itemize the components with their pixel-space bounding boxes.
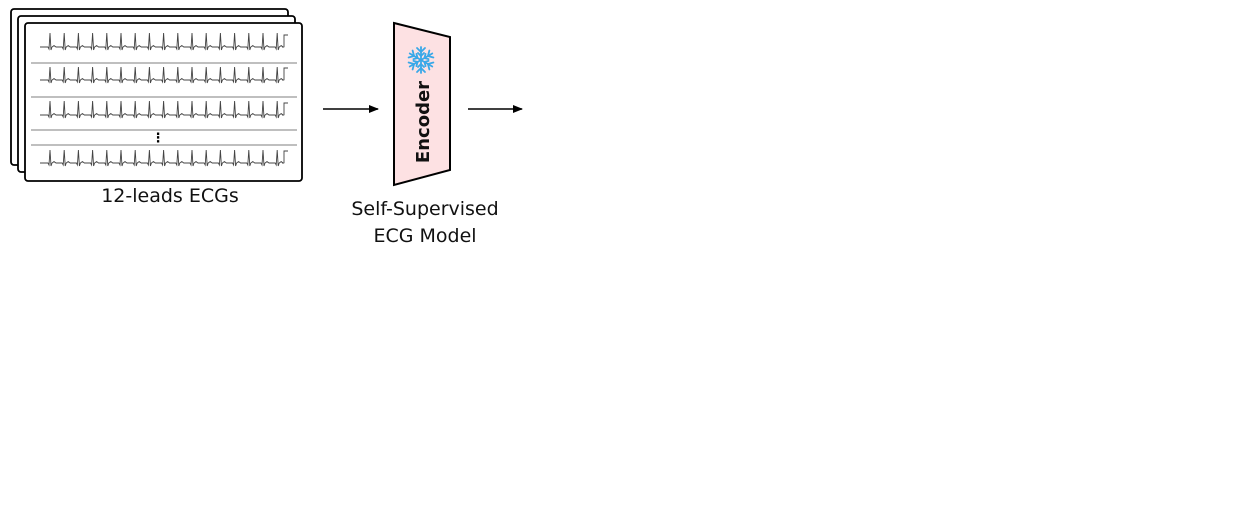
calibration-pulse [283, 150, 288, 163]
calibration-pulse [283, 34, 288, 47]
ecg-stack: ⋮ [10, 8, 303, 182]
ecg-lead-trace [40, 100, 285, 119]
ecg-lead-trace [40, 66, 285, 84]
calibration-pulse [283, 67, 288, 80]
encoder-label: Encoder [413, 81, 434, 163]
calibration-pulse [283, 102, 288, 115]
ecg-lead-trace [40, 149, 285, 167]
model-label-line1: Self-Supervised [351, 198, 499, 220]
lead-ellipsis: ⋮ [152, 131, 165, 146]
snowflake-icon [406, 46, 436, 74]
encoder-block: Encoder [393, 21, 451, 187]
ecg-traces [40, 32, 288, 167]
model-label: Self-Supervised ECG Model [320, 196, 530, 250]
model-label-line2: ECG Model [373, 225, 477, 247]
lead-dividers [31, 62, 297, 146]
encoder-shape [393, 21, 451, 187]
ecg-lead-trace [40, 32, 285, 51]
ecg-stack-label: 12-leads ECGs [101, 185, 239, 207]
